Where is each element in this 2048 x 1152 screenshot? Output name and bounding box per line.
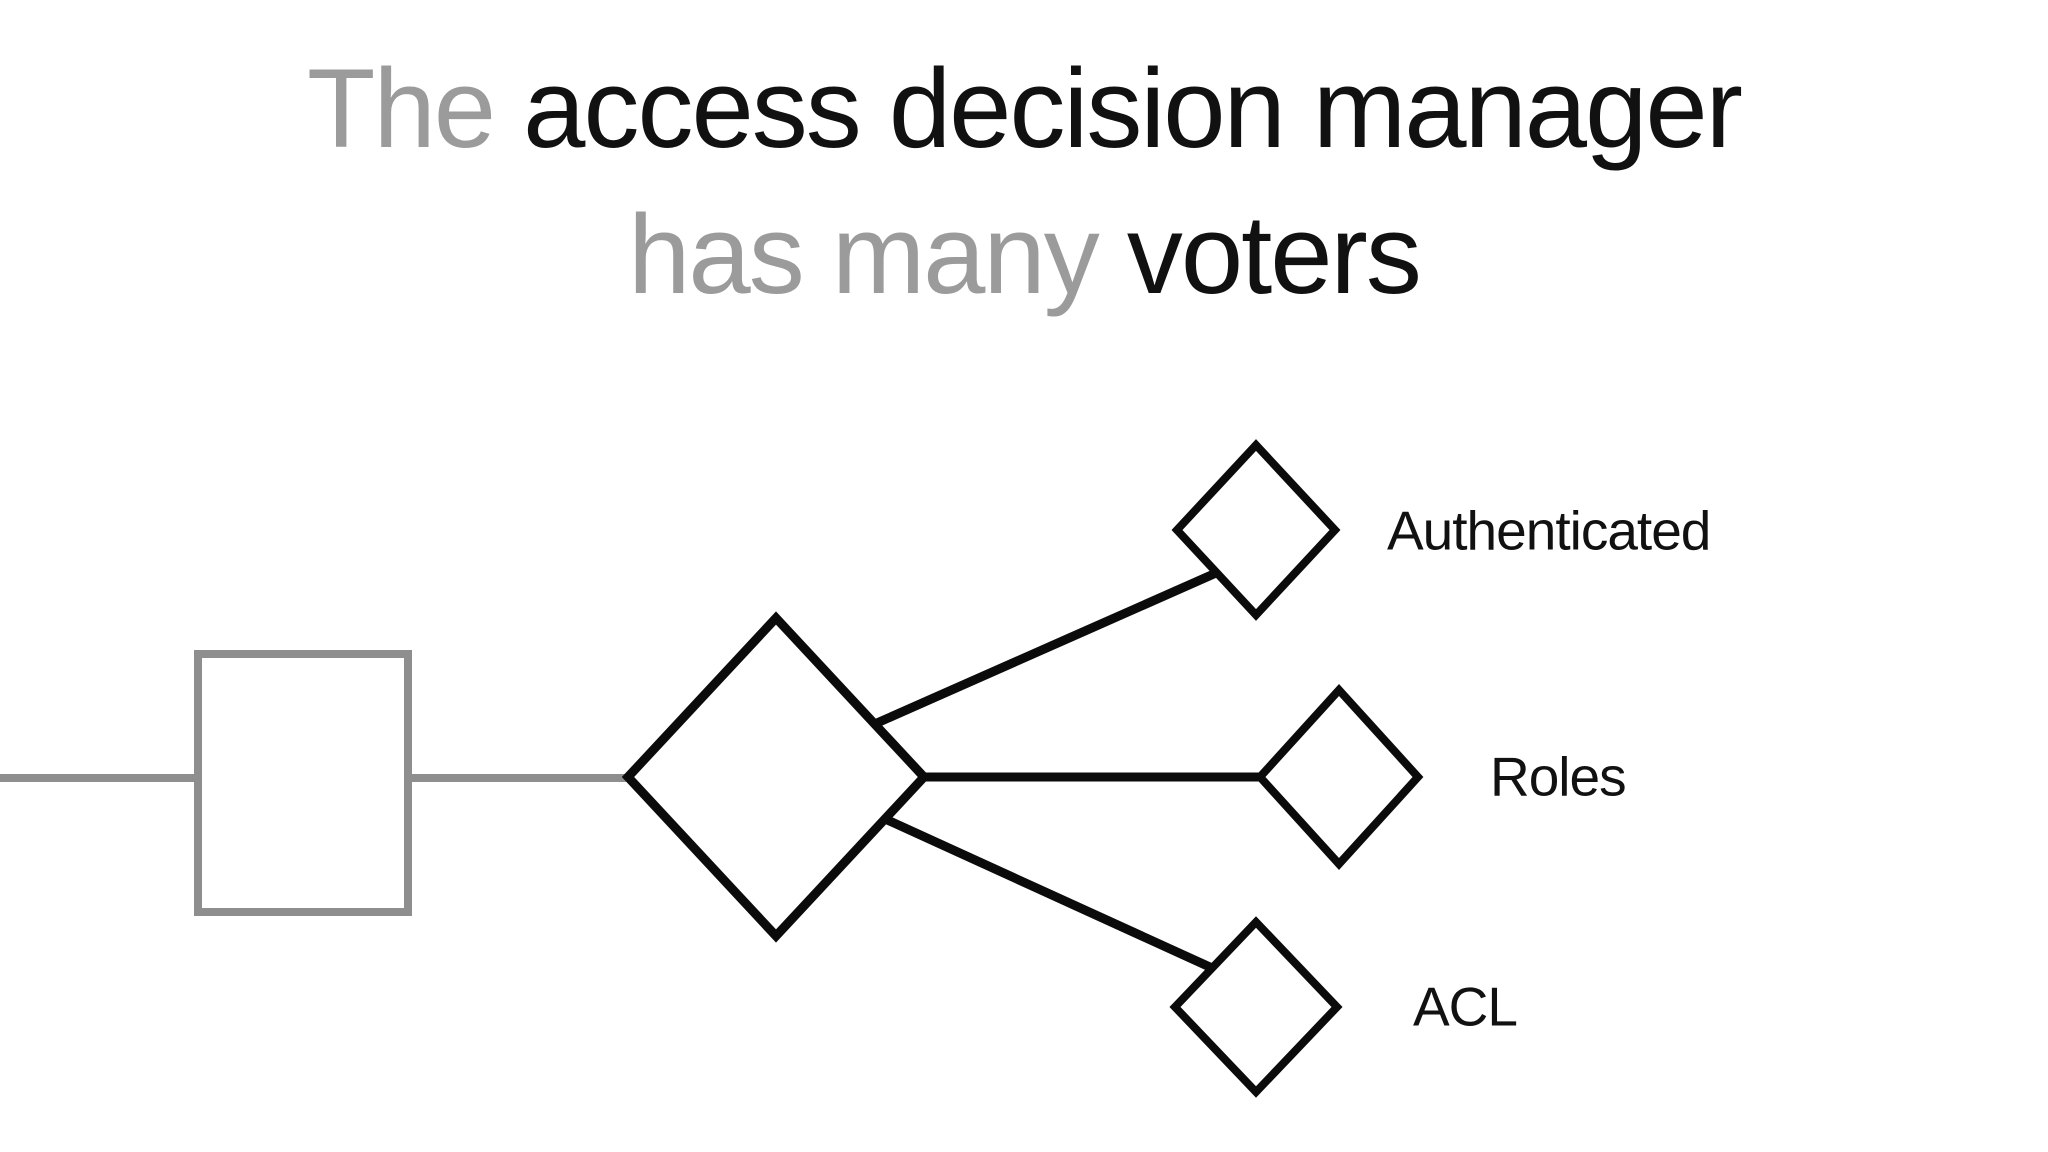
title-line1-gray-text: The	[307, 46, 496, 171]
voter-label-authenticated: Authenticated	[1387, 499, 1711, 562]
source-box-node	[194, 650, 412, 916]
voter-diamond-authenticated	[1171, 439, 1341, 621]
voter-diamond-acl	[1169, 916, 1343, 1098]
title-line2-black-text: voters	[1126, 192, 1422, 317]
title-line2-gray-text: has many	[628, 192, 1100, 317]
voter-diamond-roles	[1254, 684, 1424, 870]
title-line-1: The access decision manager	[0, 36, 2048, 182]
voter-label-roles: Roles	[1490, 745, 1627, 808]
branch-line-acl	[881, 813, 1214, 973]
title-line1-black-text: access decision manager	[523, 46, 1743, 171]
voter-label-acl: ACL	[1413, 975, 1518, 1038]
slide-title: The access decision manager has many vot…	[0, 36, 2048, 328]
decision-manager-diamond	[621, 611, 931, 943]
branch-line-authenticated	[875, 568, 1218, 728]
title-line-2: has many voters	[0, 182, 2048, 328]
